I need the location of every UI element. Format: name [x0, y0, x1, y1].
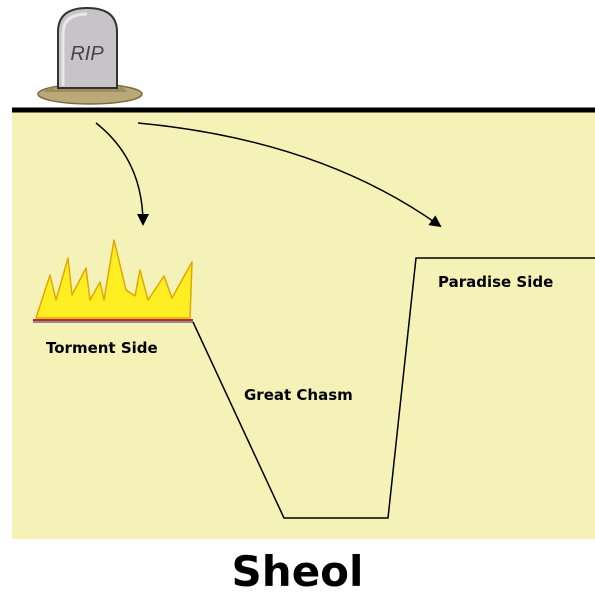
tombstone-icon: RIP [37, 6, 143, 105]
arrow-to-paradise [137, 122, 442, 228]
great-chasm-outline [192, 257, 595, 519]
underworld-region [12, 110, 595, 539]
torment-side-label: Torment Side [46, 339, 158, 357]
paradise-side-label: Paradise Side [438, 273, 554, 291]
diagram-title: Sheol [231, 547, 364, 596]
great-chasm-label: Great Chasm [244, 386, 353, 404]
arrow-to-torment [95, 122, 149, 226]
tombstone-text: RIP [70, 43, 104, 65]
flames-icon [35, 239, 193, 319]
